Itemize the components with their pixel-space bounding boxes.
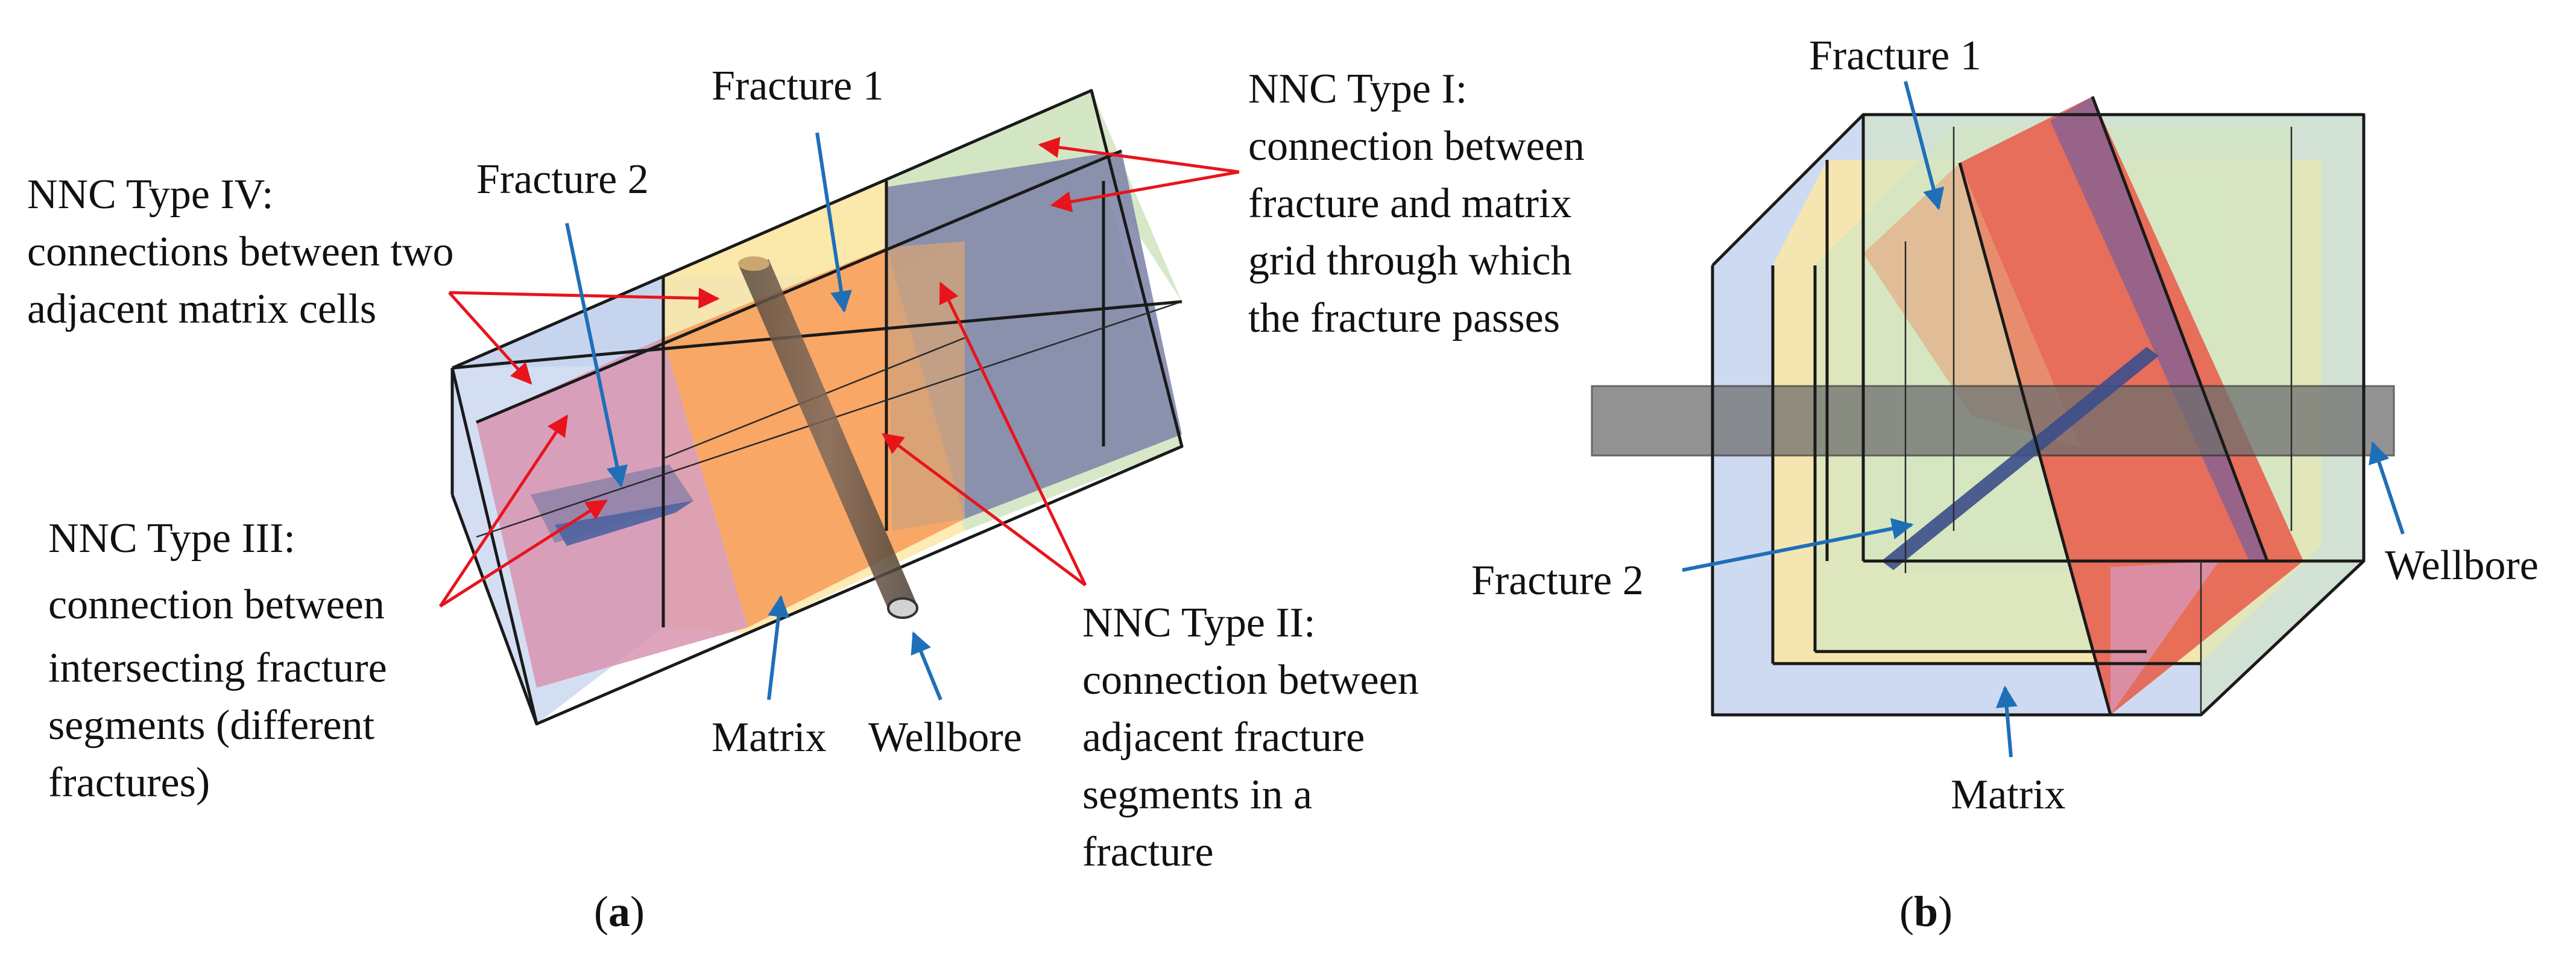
arrow-nnc2-a <box>939 281 1087 586</box>
caption-b-close: ) <box>1938 887 1953 936</box>
panel-a: Fracture 1 Fracture 2 Matrix Wellbore NN… <box>27 63 1585 936</box>
label-wellbore-b: Wellbore <box>2385 542 2539 589</box>
label-fracture1-a: Fracture 1 <box>712 63 884 109</box>
label-fracture1-b: Fracture 1 <box>1809 33 1981 79</box>
arrow-nnc2-b <box>882 433 1087 587</box>
label-fracture2-a: Fracture 2 <box>476 156 649 203</box>
caption-a-letter: a <box>608 887 630 936</box>
nnc1-line-0: NNC Type I: <box>1248 66 1467 112</box>
arrow-wellbore-b <box>2369 441 2405 534</box>
cube-a-edge6 <box>452 300 1182 370</box>
label-nnc2: NNC Type II: connection between adjacent… <box>1082 600 1419 875</box>
label-nnc1: NNC Type I: connection between fracture … <box>1248 66 1585 341</box>
wellbore-a-body <box>739 259 917 612</box>
caption-b-letter: b <box>1914 887 1938 936</box>
panel-b: Fracture 1 Fracture 2 Matrix Wellbore (b… <box>1471 33 2539 936</box>
caption-a-close: ) <box>630 887 645 936</box>
fracture2-blade-b <box>1881 347 2159 570</box>
arrow-fracture1-a <box>815 132 852 313</box>
nnc2-line-0: NNC Type II: <box>1082 600 1316 646</box>
wellbore-a-top <box>738 256 769 271</box>
wellbore-a-end <box>887 597 918 619</box>
cube-a-outline <box>450 89 1184 726</box>
label-matrix-b: Matrix <box>1951 772 2066 818</box>
cube-b-e11 <box>1958 162 2112 715</box>
fracture1-pink-b <box>2110 561 2219 715</box>
arrow-fracture1-b <box>1904 81 1945 211</box>
nnc3-line-4: fractures) <box>48 760 210 806</box>
blue-arrows-b <box>1682 81 2405 758</box>
matrix-cell-green-top2 <box>886 90 1182 302</box>
arrow-fracture2-b <box>1682 518 1914 572</box>
nnc4-line-1: connections between two <box>27 229 454 275</box>
nnc2-line-2: adjacent fracture <box>1082 714 1365 761</box>
arrow-matrix-b <box>1995 685 2018 758</box>
cube-a-edge7 <box>476 149 1122 424</box>
arrow-nnc4-a <box>448 291 532 385</box>
nnc2-line-4: fracture <box>1082 829 1214 875</box>
arrow-nnc3-a <box>438 414 569 607</box>
arrow-matrix-a <box>767 595 790 700</box>
caption-a: (a) <box>594 887 645 936</box>
arrow-wellbore-a <box>911 631 942 701</box>
fracture2-small-dark <box>555 501 693 546</box>
nnc1-line-3: grid through which <box>1248 238 1572 284</box>
label-matrix-a: Matrix <box>712 714 827 761</box>
label-wellbore-a: Wellbore <box>868 714 1022 761</box>
nnc3-line-2: intersecting fracture <box>48 645 387 691</box>
nnc3-line-3: segments (different <box>48 702 375 749</box>
nnc2-line-3: segments in a <box>1082 772 1312 818</box>
wellbore-a <box>738 256 918 619</box>
fracture1-plane-tan <box>886 241 965 531</box>
arrow-nnc3-b <box>439 499 608 608</box>
nnc3-line-1: connection between <box>48 582 385 628</box>
nnc4-line-2: adjacent matrix cells <box>27 286 376 332</box>
fracture1-tan-b <box>1863 163 2080 446</box>
wellbore-b <box>1591 385 2395 457</box>
caption-a-open: ( <box>594 887 608 936</box>
cube-b-e12 <box>2091 96 2269 562</box>
nnc1-line-2: fracture and matrix <box>1248 180 1571 227</box>
arrow-nnc1-a <box>1038 136 1240 174</box>
nnc3-line-0: NNC Type III: <box>48 515 295 562</box>
caption-b-open: ( <box>1899 887 1914 936</box>
blue-arrows-a <box>565 132 942 701</box>
nnc1-line-1: connection between <box>1248 123 1585 170</box>
label-fracture2-b: Fracture 2 <box>1471 557 1644 604</box>
arrow-nnc1-b <box>1050 170 1240 212</box>
caption-b: (b) <box>1899 887 1953 936</box>
nnc1-line-4: the fracture passes <box>1248 295 1560 341</box>
nnc4-line-0: NNC Type IV: <box>27 171 274 218</box>
label-nnc3: NNC Type III: connection between interse… <box>48 515 387 806</box>
cube-a-edge2 <box>450 494 538 725</box>
nnc2-line-1: connection between <box>1082 657 1419 703</box>
arrow-fracture2-a <box>565 223 628 488</box>
label-nnc4: NNC Type IV: connections between two adj… <box>27 171 454 332</box>
